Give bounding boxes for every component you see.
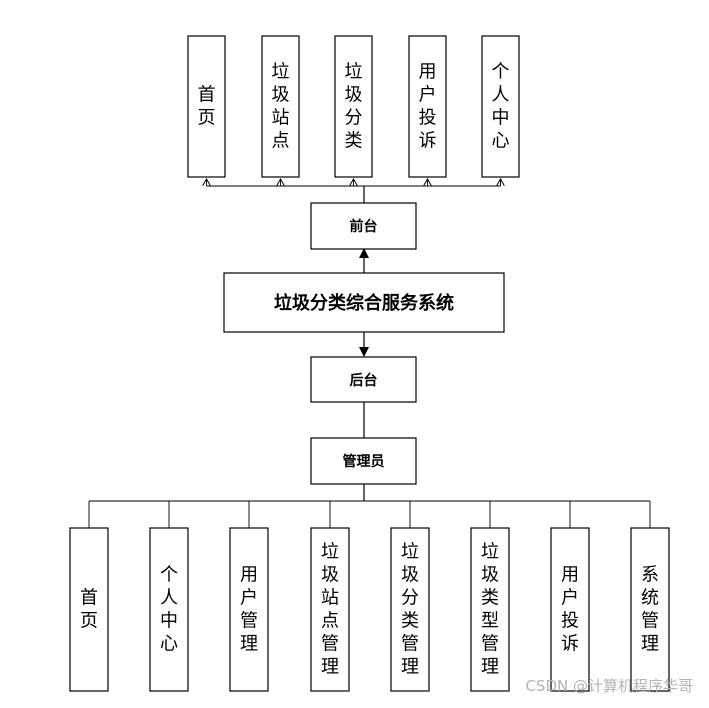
backend-module-7: 系统管理 (630, 527, 670, 692)
backend-module-0: 首页 (69, 527, 109, 692)
backend-module-label: 个人中心 (160, 565, 178, 655)
frontend-module-0: 首页 (187, 35, 226, 178)
frontend-module-3: 用户投诉 (408, 35, 447, 178)
frontend-modules: 首页 垃圾站点 垃圾分类 用户投诉 个人中心 (187, 35, 520, 178)
backend-module-label: 垃圾类型管理 (481, 542, 499, 678)
admin-node: 管理员 (310, 437, 417, 485)
frontend-module-label: 首页 (198, 85, 216, 129)
backend-module-2: 用户管理 (229, 527, 269, 692)
backend-module-1: 个人中心 (149, 527, 189, 692)
frontend-module-label: 垃圾分类 (345, 62, 363, 152)
backend-module-5: 垃圾类型管理 (470, 527, 510, 692)
backend-module-6: 用户投诉 (550, 527, 590, 692)
backend-module-label: 首页 (80, 588, 98, 632)
frontend-module-4: 个人中心 (481, 35, 520, 178)
backend-node: 后台 (310, 356, 417, 403)
backend-module-label: 垃圾分类管理 (401, 542, 419, 678)
backend-label: 后台 (350, 372, 378, 389)
frontend-module-label: 垃圾站点 (272, 62, 290, 152)
system-title: 垃圾分类综合服务系统 (274, 292, 454, 314)
watermark: CSDN @计算机程序华哥 (525, 677, 693, 695)
backend-module-label: 用户管理 (240, 565, 258, 655)
backend-module-3: 垃圾站点管理 (310, 527, 350, 692)
admin-label: 管理员 (343, 453, 385, 470)
backend-module-label: 系统管理 (641, 565, 659, 655)
frontend-connectors (207, 179, 501, 203)
backend-connectors (88, 484, 651, 528)
frontend-module-label: 用户投诉 (419, 62, 437, 152)
system-node: 垃圾分类综合服务系统 (223, 272, 505, 333)
backend-module-label: 用户投诉 (561, 565, 579, 655)
frontend-label: 前台 (350, 218, 378, 235)
backend-module-4: 垃圾分类管理 (390, 527, 430, 692)
frontend-node: 前台 (310, 202, 417, 250)
frontend-module-label: 个人中心 (492, 62, 510, 152)
backend-module-label: 垃圾站点管理 (321, 542, 339, 678)
frontend-module-2: 垃圾分类 (334, 35, 373, 178)
frontend-module-1: 垃圾站点 (261, 35, 300, 178)
backend-modules: 首页 个人中心 用户管理 垃圾站点管理 垃圾分类管理 垃圾类型管理 用户投诉 系统管理 (69, 527, 670, 692)
